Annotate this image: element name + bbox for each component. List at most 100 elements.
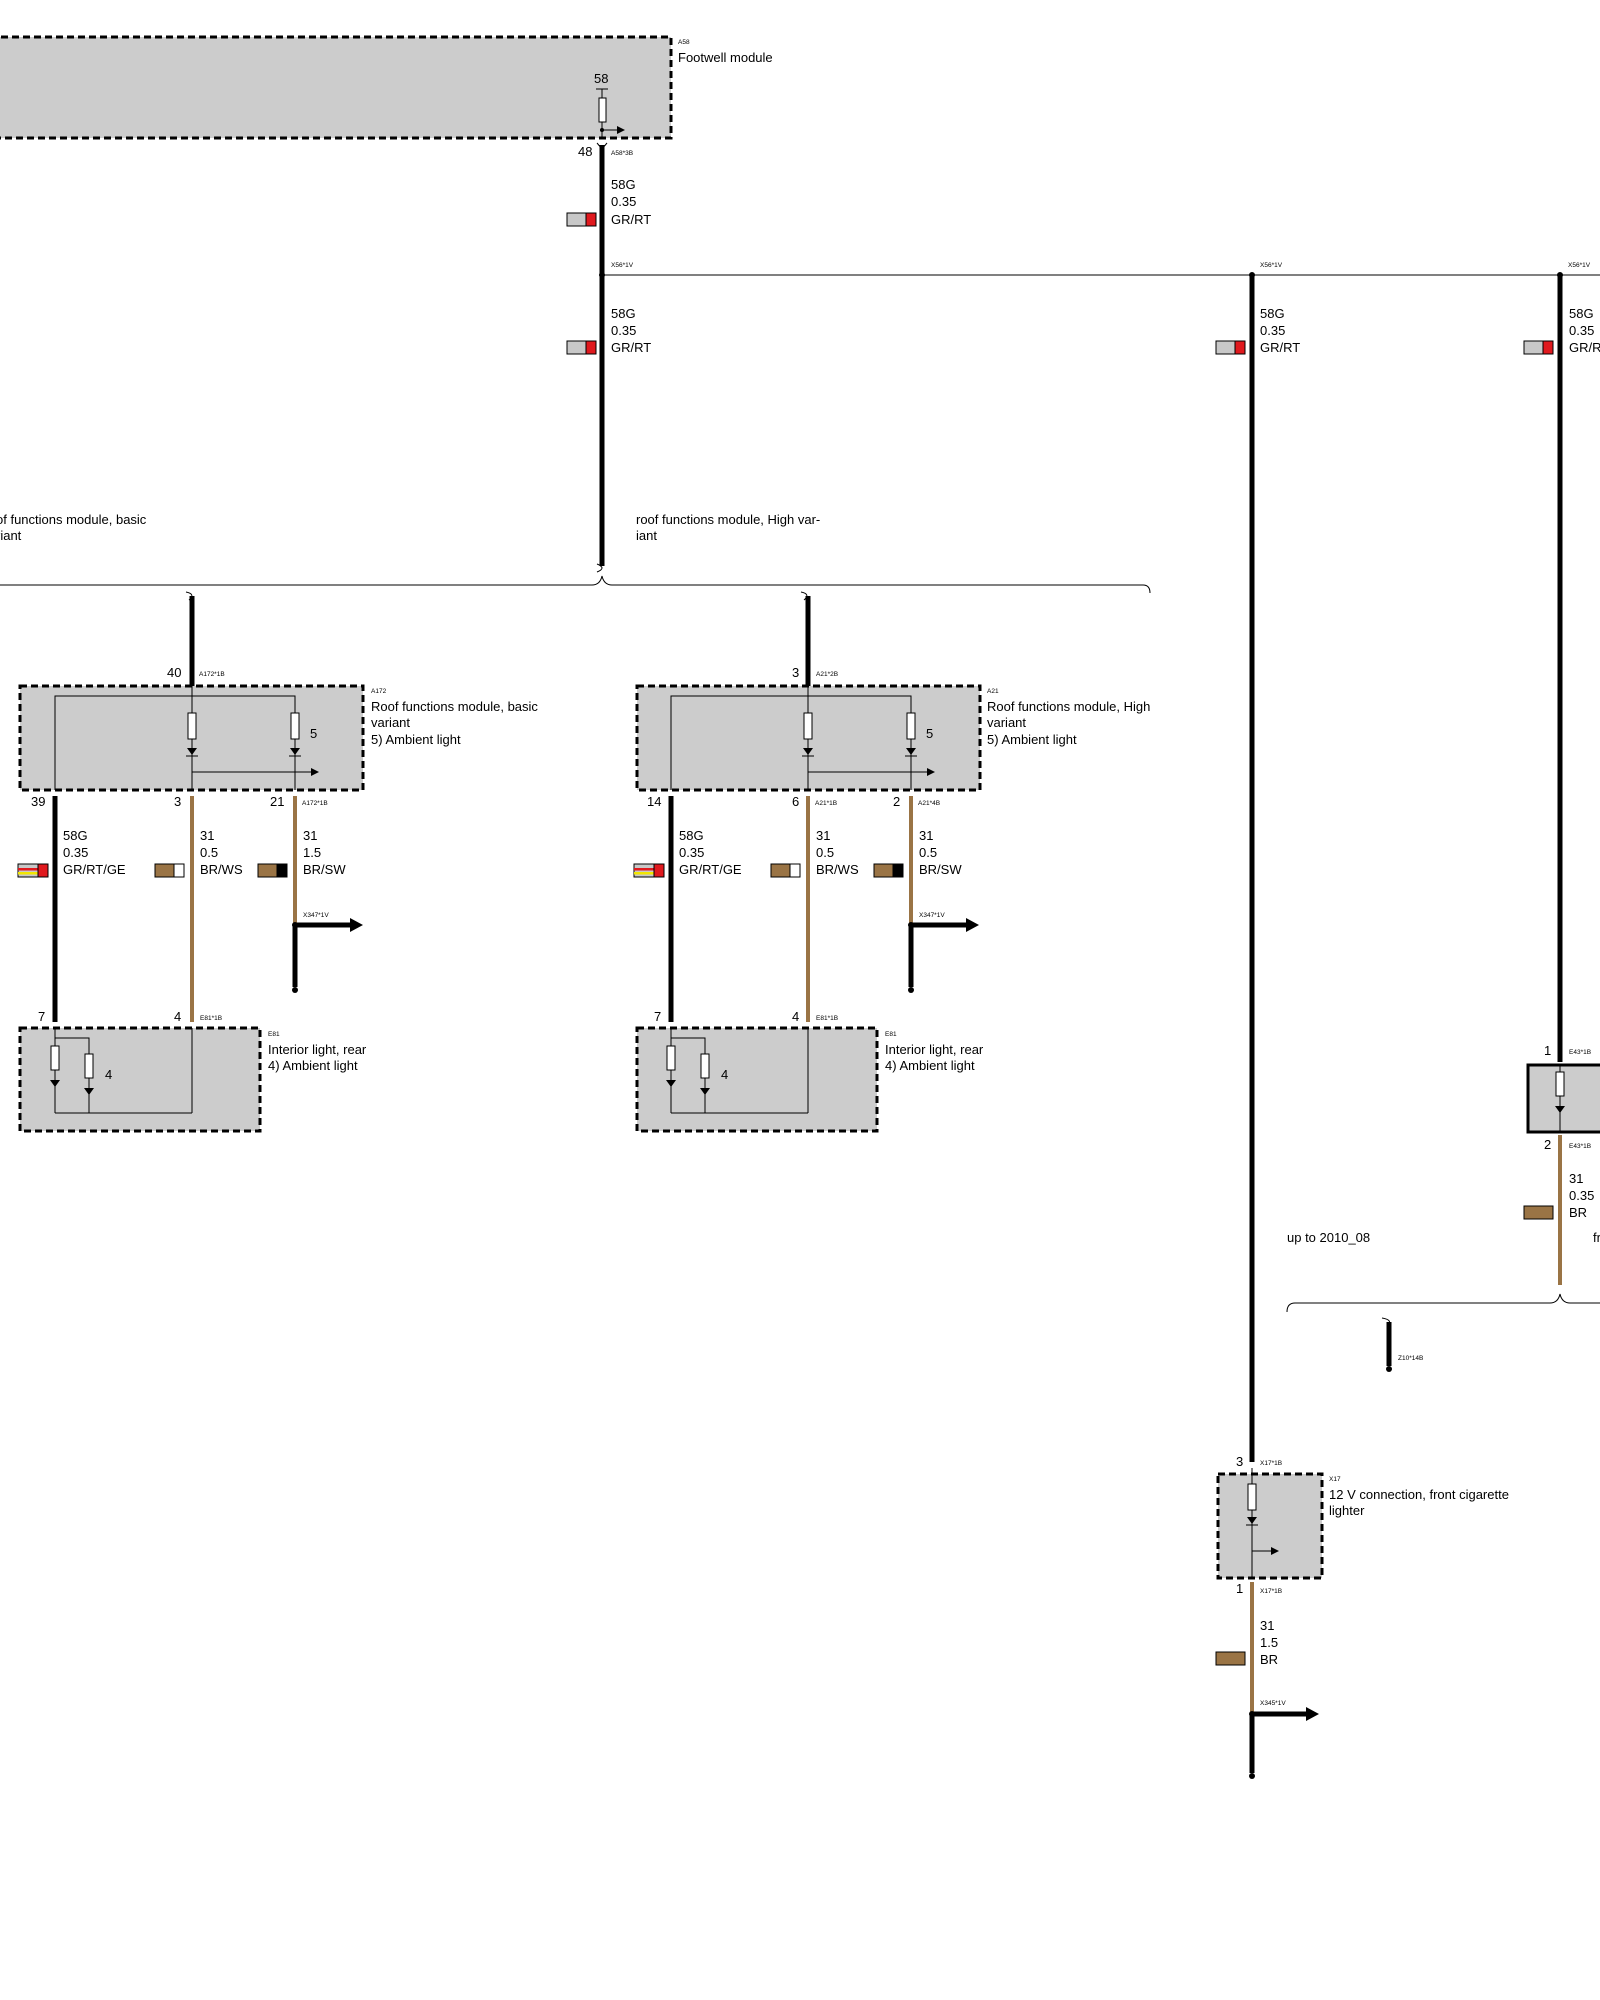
continuation-arrow-icon [350, 918, 363, 932]
wire-gauge: 0.35 [1569, 323, 1594, 338]
wire-color-swatch [873, 863, 904, 878]
resistor-symbol [1555, 1071, 1565, 1097]
e43-module: 1 E43*1B 2 E43*1B [1526, 1043, 1600, 1152]
module-name: lighter [1329, 1503, 1365, 1518]
wire-color: BR [1260, 1652, 1278, 1667]
wire-color-swatch [633, 863, 665, 878]
module-name: 12 V connection, front cigarette [1329, 1487, 1509, 1502]
pin-number: 3 [174, 794, 181, 809]
resistor-symbol [50, 1045, 60, 1071]
pin-number: 1 [1544, 1043, 1551, 1058]
variant-brace [0, 563, 1151, 601]
wire-signal: 31 [200, 828, 214, 843]
variant-label: iant [636, 528, 657, 543]
connector-label: X17*1B [1260, 1588, 1282, 1595]
cigarette-lighter-connection: 3 X17*1B X17 12 V connection, front ciga… [1216, 1454, 1509, 1596]
resistor-symbol [906, 712, 916, 740]
wire-signal: 31 [303, 828, 317, 843]
resistor-symbol [84, 1053, 94, 1079]
wire-58g-a172: 58G 0.35 GR/RT/GE [17, 796, 126, 1022]
wire-gauge: 0.35 [611, 323, 636, 338]
wire-color-swatch [770, 863, 801, 878]
resistor-symbol [700, 1053, 710, 1079]
led-icon [187, 748, 197, 755]
wire-color-swatch [17, 863, 49, 878]
continuation-arrow-icon [1306, 1707, 1319, 1721]
wire-gauge: 0.5 [200, 845, 218, 860]
internal-number: 4 [721, 1067, 728, 1082]
variant-label: of functions module, basic [0, 512, 147, 527]
wire-color: BR [1569, 1205, 1587, 1220]
wire-color-swatch [566, 212, 597, 227]
footwell-module: A58 Footwell module 58 48 A58*3B [0, 35, 773, 159]
led-icon [1555, 1106, 1565, 1113]
wire-color: GR/RT/GE [679, 862, 742, 877]
connector-label: A58*3B [611, 150, 633, 157]
resistor-symbol [598, 97, 607, 123]
led-icon [1247, 1517, 1257, 1524]
led-icon [50, 1080, 60, 1087]
connector-label: E81*1B [816, 1015, 838, 1022]
pin-number: 7 [654, 1009, 661, 1024]
wire-signal: 58G [1260, 306, 1285, 321]
variant-label: fr [1593, 1230, 1600, 1245]
pin-number: 1 [1236, 1581, 1243, 1596]
wire-color: BR/SW [303, 862, 346, 877]
wire-color-swatch [154, 863, 185, 878]
pin-number: 48 [578, 144, 592, 159]
pin-number: 4 [174, 1009, 181, 1024]
wire-color: GR/RT/GE [63, 862, 126, 877]
wire-gauge: 0.5 [919, 845, 937, 860]
variant-label: riant [0, 528, 22, 543]
connector-label: X347*1V [919, 912, 945, 919]
module-note: 5) Ambient light [987, 732, 1077, 747]
pin-number: 7 [38, 1009, 45, 1024]
connector-label: A172*1B [199, 671, 225, 678]
internal-number: 4 [105, 1067, 112, 1082]
wire-color-swatch [1523, 340, 1554, 355]
wire-gauge: 0.5 [816, 845, 834, 860]
module-code: A21 [987, 688, 999, 695]
variant-label: roof functions module, High var- [636, 512, 820, 527]
wire-signal: 31 [1260, 1618, 1274, 1633]
wire-31-a21-pin6: 31 0.5 BR/WS [770, 796, 859, 1022]
module-name: variant [371, 715, 410, 730]
pin-number: 2 [893, 794, 900, 809]
connector-label: Z10*14B [1398, 1355, 1423, 1362]
connector-label: X56*1V [1568, 262, 1591, 269]
module-code: X17 [1329, 1476, 1341, 1483]
module-note: 5) Ambient light [371, 732, 461, 747]
wire-color-swatch [566, 340, 597, 355]
wire-color: GR/RT [611, 340, 651, 355]
module-note: 4) Ambient light [268, 1058, 358, 1073]
module-note: 4) Ambient light [885, 1058, 975, 1073]
wire-signal: 31 [816, 828, 830, 843]
wire-gauge: 1.5 [1260, 1635, 1278, 1650]
interior-light-rear-left: 7 4 E81*1B 4 E81 Interior light, rear 4)… [18, 1009, 367, 1133]
wire-signal: 31 [1569, 1171, 1583, 1186]
wire-31-e43: 31 0.35 BR [1523, 1135, 1594, 1285]
led-icon [290, 748, 300, 755]
resistor-symbol [290, 712, 300, 740]
continuation-arrow-icon [966, 918, 979, 932]
module-name: Roof functions module, basic [371, 699, 538, 714]
module-name: Roof functions module, High [987, 699, 1150, 714]
wire-31-a172-pin21: X347*1V 31 1.5 BR/SW [257, 796, 363, 993]
wire-58g-a21: 58G 0.35 GR/RT/GE [633, 796, 742, 1022]
led-icon [803, 748, 813, 755]
led-icon [906, 748, 916, 755]
resistor-symbol [187, 712, 197, 740]
pin-number: 4 [792, 1009, 799, 1024]
wire-color: GR/RT [611, 212, 651, 227]
pin-number: 3 [1236, 1454, 1243, 1469]
wire-58g-trunk: 58G 0.35 GR/RT [566, 142, 651, 566]
splice-bus: X56*1V X56*1V X56*1V [599, 262, 1600, 278]
roof-functions-module-high: 5 A21 Roof functions module, High varian… [635, 684, 1150, 809]
module-name: Interior light, rear [885, 1042, 984, 1057]
wire-color-swatch [1215, 340, 1246, 355]
internal-pin-number: 58 [594, 71, 608, 86]
wire-color-swatch [1215, 1651, 1246, 1666]
wire-signal: 58G [63, 828, 88, 843]
internal-number: 5 [926, 726, 933, 741]
connector-label: X345*1V [1260, 1700, 1286, 1707]
